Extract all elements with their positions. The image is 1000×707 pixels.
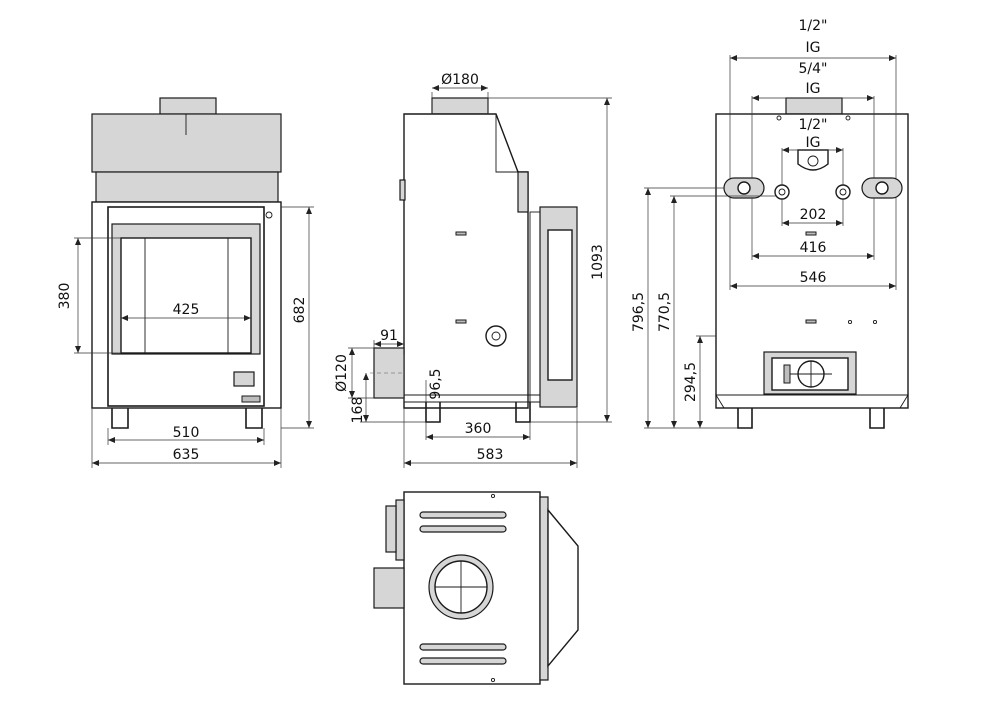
top-slot-2 <box>419 525 507 533</box>
top-side-panel <box>395 499 405 561</box>
side-body <box>403 113 529 409</box>
side-fitting <box>485 325 507 347</box>
side-foot-rear <box>515 402 531 423</box>
dim-rear-mid-size: 5/4" <box>799 61 828 77</box>
top-slot-3 <box>419 643 507 651</box>
dim-side-depth: 583 <box>477 447 504 463</box>
dim-rear-top-size: 1/2" <box>799 18 828 34</box>
dim-rear-spacing-546: 546 <box>800 270 827 286</box>
dim-front-door-width: 510 <box>173 425 200 441</box>
dim-side-offset: 96,5 <box>428 368 444 399</box>
dim-side-height: 1093 <box>590 244 606 280</box>
rear-connection-left-port <box>737 181 751 195</box>
top-slot-4 <box>419 657 507 665</box>
side-view: Ø180 1093 91 Ø120 168 96,5 360 583 <box>334 72 612 468</box>
dim-rear-height-2945: 294,5 <box>683 362 699 402</box>
dim-rear-height-7705: 770,5 <box>657 292 673 332</box>
dim-front-window-height: 380 <box>57 283 73 310</box>
dim-rear-center-size: 1/2" <box>799 117 828 133</box>
rear-foot-left <box>737 408 753 429</box>
front-view: 380 425 682 510 635 <box>57 97 314 468</box>
top-side-bracket <box>385 505 397 553</box>
dim-front-height: 682 <box>292 297 308 324</box>
front-foot-right <box>245 408 263 429</box>
dim-rear-mid-type: IG <box>806 81 821 97</box>
dim-rear-center-type: IG <box>806 135 821 151</box>
top-view <box>373 491 579 685</box>
rear-foot-right <box>869 408 885 429</box>
dim-front-window-width: 425 <box>173 302 200 318</box>
side-glass <box>547 229 573 381</box>
dim-side-feet: 360 <box>465 421 492 437</box>
front-hood <box>91 113 282 173</box>
rear-view: 1/2" IG 5/4" IG 1/2" IG 202 416 546 796,… <box>631 18 909 429</box>
rear-flue-collar <box>785 97 843 115</box>
dim-rear-spacing-416: 416 <box>800 240 827 256</box>
dim-rear-height-7965: 796,5 <box>631 292 647 332</box>
side-hinge-block <box>517 171 529 213</box>
dim-front-total-width: 635 <box>173 447 200 463</box>
dim-rear-spacing-202: 202 <box>800 207 827 223</box>
rear-port-inner-left <box>774 184 790 200</box>
front-door <box>107 206 265 407</box>
dim-side-flue: Ø180 <box>441 72 479 88</box>
dim-rear-top-type: IG <box>806 40 821 56</box>
side-latch <box>399 179 406 201</box>
front-badge <box>241 395 261 403</box>
side-slot-lower <box>455 319 467 324</box>
dim-side-inlet-height: 168 <box>350 397 366 424</box>
front-foot-left <box>111 408 129 429</box>
front-glass <box>120 237 252 354</box>
top-slot-1 <box>419 511 507 519</box>
front-upper-band <box>95 171 279 203</box>
dim-side-stub: 91 <box>380 328 398 344</box>
side-slot-upper <box>455 231 467 236</box>
rear-port-inner-right <box>835 184 851 200</box>
dim-side-inlet: Ø120 <box>334 354 350 392</box>
front-air-control <box>233 371 255 387</box>
side-door-gasket <box>529 211 541 403</box>
rear-base <box>715 394 909 409</box>
top-door <box>547 508 579 668</box>
front-hinge-dot <box>265 211 273 219</box>
rear-center-fitting <box>797 149 829 171</box>
rear-connection-right-port <box>875 181 889 195</box>
side-flue-collar <box>431 97 489 115</box>
front-flue-collar <box>159 97 217 115</box>
top-air-inlet <box>373 567 405 609</box>
top-door-frame <box>539 496 549 681</box>
side-foot-front <box>425 402 441 423</box>
